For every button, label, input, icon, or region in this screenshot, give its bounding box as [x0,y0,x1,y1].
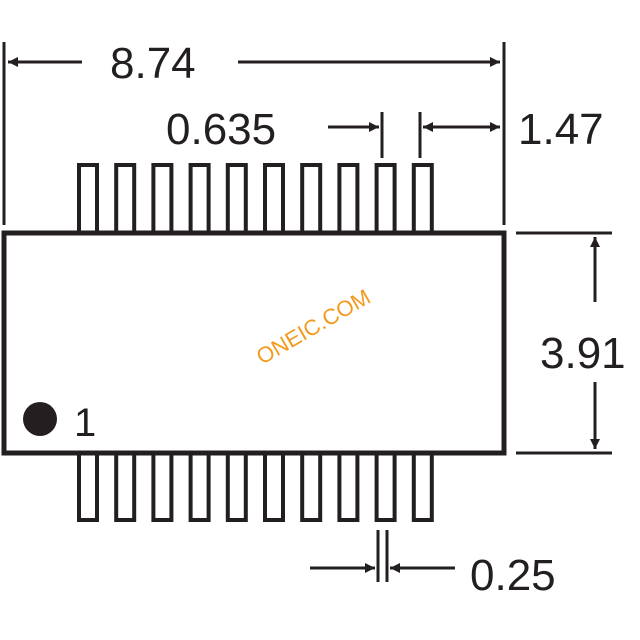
bottom-lead [337,451,360,522]
height-dimension [516,231,612,455]
package-body [1,230,507,456]
pin1-dot-icon [23,402,57,436]
bottom-lead [151,451,174,522]
width-dimension [2,42,506,225]
top-lead [151,163,174,235]
pitch-label: 0.635 [166,105,276,154]
top-lead [300,163,323,235]
pitch-dimension [328,112,500,158]
bottom-lead [411,451,434,522]
width-label: 8.74 [110,39,196,88]
height-label: 3.91 [540,329,626,378]
bottom-lead [374,451,397,522]
bottom-leads [77,451,434,522]
top-lead [225,163,248,235]
bottom-lead [263,451,285,522]
bottom-lead [77,451,99,522]
top-lead [188,163,211,235]
top-lead [114,163,137,235]
top-lead [374,163,397,235]
bottom-lead [188,451,211,522]
top-lead [263,163,285,235]
end-pitch-label: 1.47 [518,105,604,154]
bottom-lead [114,451,137,522]
top-lead [411,163,434,235]
top-lead [77,163,99,235]
top-lead [337,163,360,235]
pin1-label: 1 [74,401,96,445]
bottom-lead [225,451,248,522]
top-leads [77,163,434,235]
bottom-lead [300,451,323,522]
lead-width-dimension [310,530,455,582]
lead-width-label: 0.25 [470,551,556,600]
